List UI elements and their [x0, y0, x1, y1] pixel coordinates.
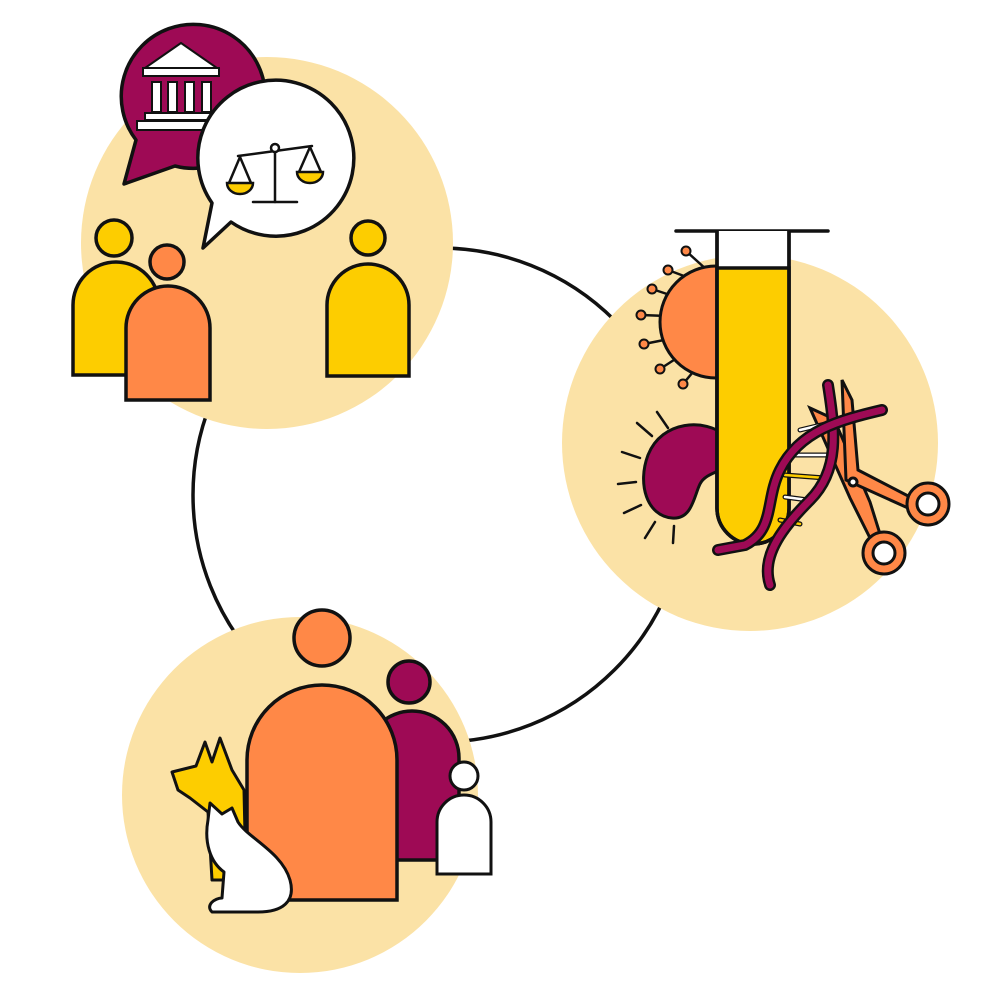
governance-node: [71, 22, 453, 429]
person-icon: [325, 219, 411, 378]
dna-helix-icon: [712, 379, 888, 591]
scales-of-justice-speech-icon: [196, 78, 356, 250]
person-icon: [124, 243, 212, 402]
building-icon: [136, 41, 226, 131]
cat-icon: [205, 801, 293, 914]
science-node: [562, 229, 951, 631]
scales-icon: [225, 142, 325, 204]
child-icon: [435, 760, 493, 876]
community-node: [122, 608, 493, 973]
person-icon: [245, 608, 399, 902]
